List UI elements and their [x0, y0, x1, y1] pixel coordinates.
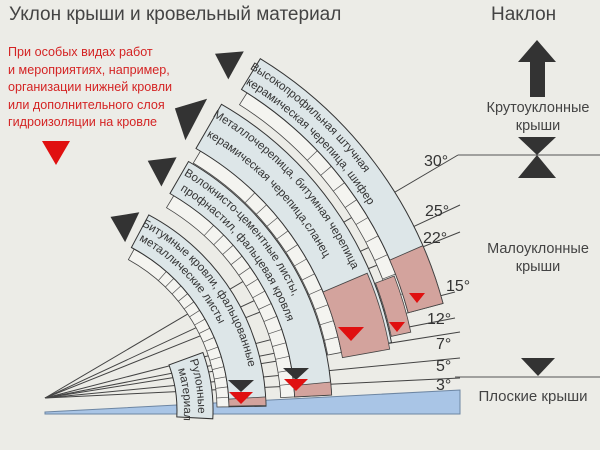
strip-tick — [272, 342, 286, 347]
special-measures-zone — [389, 245, 444, 314]
strip-tick — [165, 278, 174, 288]
strip-tick — [238, 267, 251, 276]
hourglass-bottom-icon — [518, 155, 556, 178]
note-line: и мероприятиях, например, — [8, 62, 170, 77]
strip-tick — [320, 166, 332, 176]
slope-angle-label: 30° — [424, 153, 448, 170]
strip-tick — [230, 255, 243, 265]
triangle-down-icon — [283, 368, 309, 380]
strip-tick — [222, 245, 234, 255]
warning-triangle-icon — [229, 392, 253, 404]
strip-tick — [209, 356, 222, 361]
strip-tick — [275, 355, 290, 360]
legend-warning-triangle-icon — [42, 141, 70, 165]
arrowhead-icon — [110, 212, 140, 243]
special-measures-zone — [322, 272, 391, 359]
strip-tick — [306, 150, 318, 161]
special-measures-zone — [374, 275, 412, 337]
arrowhead-icon — [215, 51, 244, 80]
strip-tick — [206, 346, 219, 352]
strip-tick — [333, 182, 345, 192]
hourglass-top-icon — [518, 137, 556, 155]
band-label-text: материалы — [0, 0, 194, 421]
note-line: организации нижней кровли — [8, 80, 173, 94]
strip-tick — [365, 235, 379, 243]
note-line: или дополнительного слоя — [8, 97, 165, 112]
triangle-down-icon — [228, 380, 254, 392]
strip-tick — [213, 234, 224, 246]
strip-tick — [189, 310, 200, 318]
steep-roofs-line: крыши — [515, 118, 561, 134]
triangle-down-icon — [521, 358, 555, 376]
band-body — [130, 214, 267, 408]
strip-tick — [216, 396, 229, 399]
strip-tick — [252, 290, 266, 299]
low-slope-roofs-label: Малоуклонные крыши — [468, 240, 600, 276]
strip-tick — [245, 278, 259, 287]
warning-triangle-icon — [338, 327, 364, 341]
strip-tick — [294, 258, 307, 267]
strip-tick — [276, 230, 289, 240]
strip-tick — [214, 376, 227, 380]
strip-tick — [355, 217, 369, 225]
arrow-up-icon — [518, 40, 556, 97]
strip-tick — [203, 225, 214, 236]
strip-tick — [268, 329, 282, 335]
low-slope-roofs-line: Малоуклонные — [487, 241, 589, 257]
strip-tick — [212, 366, 224, 370]
strip-tick — [344, 199, 357, 208]
slope-angle-label: 15° — [446, 278, 470, 295]
slope-category-scale — [455, 40, 600, 378]
strip-tick — [382, 273, 396, 280]
warning-triangle-icon — [389, 322, 405, 332]
strip-tick — [183, 301, 195, 310]
warning-triangle-icon — [409, 293, 425, 303]
band-body — [168, 351, 214, 420]
strip-tick — [266, 217, 278, 227]
slope-angle-label: 3° — [436, 377, 451, 394]
strip-tick — [256, 204, 267, 215]
strip-tick — [314, 304, 329, 310]
slope-angle-label: 22° — [423, 230, 447, 247]
strip-tick — [285, 244, 298, 253]
strip-tick — [202, 337, 215, 343]
strip-tick — [308, 288, 322, 296]
note-line: гидроизоляции на кровле — [8, 115, 158, 129]
arrowhead-icon — [174, 98, 208, 141]
arrowhead-icon — [147, 157, 177, 187]
diagram-title: Уклон крыши и кровельный материал — [9, 4, 342, 25]
strip-tick — [258, 303, 272, 310]
slope-angle-label: 25° — [425, 203, 449, 220]
steep-roofs-label: Крутоуклонные крыши — [468, 99, 600, 135]
strip-tick — [158, 271, 167, 281]
special-cases-note: При особых видах работ и мероприятиях, н… — [8, 44, 172, 132]
strip-tick — [198, 327, 210, 334]
flat-roofs-label: Плоские крыши — [478, 388, 588, 405]
steep-roofs-line: Крутоуклонные — [486, 100, 590, 116]
strip-tick — [215, 386, 228, 389]
strip-tick — [194, 318, 206, 326]
note-line: При особых видах работ — [8, 45, 153, 59]
band-label: материалы — [0, 0, 194, 421]
strip-tick — [374, 254, 388, 261]
strip-tick — [263, 315, 277, 322]
strip-tick — [171, 285, 182, 295]
slope-angle-label: 12° — [427, 311, 451, 328]
slope-heading: Наклон — [491, 4, 557, 25]
slope-angle-label: 5° — [436, 358, 451, 375]
strip-tick — [324, 336, 339, 341]
strip-tick — [319, 320, 334, 326]
slope-angle-label: 7° — [436, 336, 451, 353]
strip-tick — [244, 192, 256, 204]
low-slope-roofs-line: крыши — [515, 259, 561, 275]
warning-triangle-icon — [284, 379, 308, 391]
strip-tick — [301, 273, 315, 281]
strip-tick — [178, 293, 188, 302]
